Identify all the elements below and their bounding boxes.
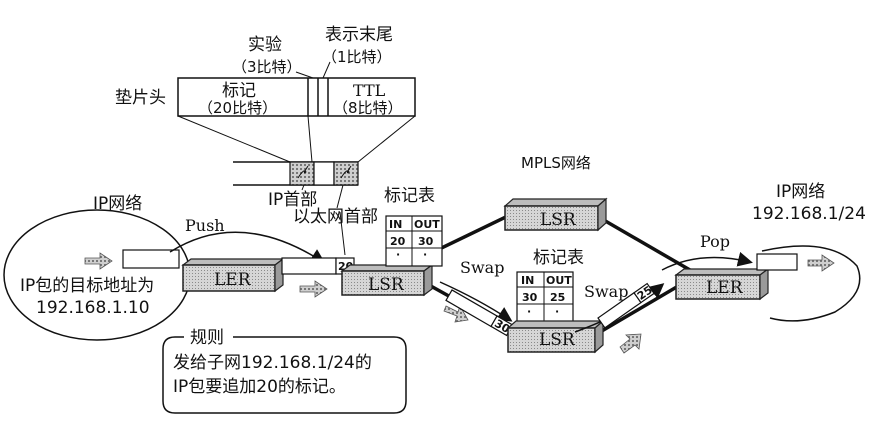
label-table-1-title: 标记表	[384, 186, 435, 206]
label-table-2-out-value: 25	[550, 291, 565, 304]
left-ip-network-cloud	[3, 209, 191, 341]
swap1-label: Swap	[460, 258, 504, 277]
lsr-bottom-label: LSR	[539, 330, 576, 350]
rule-line1: 发给子网192.168.1/24的	[173, 353, 372, 373]
label-field-name: 标记	[222, 81, 256, 101]
expansion-line-left	[177, 115, 291, 163]
rule-line2: IP包要追加20的标记。	[173, 377, 346, 397]
expansion-line-right	[357, 115, 416, 163]
push-arrow	[169, 231, 326, 264]
bottom-of-stack-bits: （1比特）	[322, 48, 392, 66]
experimental-bits: （3比特）	[232, 58, 302, 76]
right-ip-network-cloud	[761, 245, 861, 322]
swap2-label: Swap	[584, 282, 628, 301]
lsr-mid-label: LSR	[368, 275, 405, 295]
lsr-top-device	[503, 197, 608, 232]
lsr-mid-device	[340, 263, 434, 297]
mpls-network-label: MPLS网络	[521, 154, 591, 172]
ler-right-label: LER	[706, 278, 744, 298]
packet-label-20	[281, 257, 355, 275]
label-table-2-in-value: 30	[522, 291, 538, 304]
left-packet	[122, 249, 180, 269]
label-field-bits: （20比特）	[198, 99, 277, 117]
ttl-field-bits: （8比特）	[333, 99, 403, 117]
shim-header-label: 垫片头	[115, 88, 166, 108]
shim-header-box	[177, 61, 416, 117]
lsr-top-label: LSR	[540, 210, 577, 230]
label-table-1-out-value: 30	[418, 235, 434, 248]
flow-arrow-3	[619, 333, 642, 354]
push-label: Push	[185, 216, 225, 235]
svg-text:·: ·	[423, 248, 427, 261]
svg-text:·: ·	[396, 248, 400, 261]
label-table-2: IN OUT 30 25 · ·	[516, 271, 574, 323]
label-table-1-header-in: IN	[389, 218, 402, 231]
ip-header-label: IP首部	[268, 190, 317, 210]
left-destination-line2: 192.168.1.10	[36, 298, 150, 318]
label-table-1-header-out: OUT	[414, 218, 440, 231]
right-flow-arrow	[807, 254, 835, 272]
pop-arrow	[661, 251, 753, 271]
expansion-line-mid	[307, 115, 313, 163]
ethernet-header-label: 以太网首部	[293, 207, 378, 227]
experimental-label: 实验	[248, 35, 282, 55]
left-flow-arrow	[84, 252, 113, 270]
ler-right-device	[674, 267, 770, 301]
flow-arrow-1	[299, 280, 328, 298]
right-network-subnet: 192.168.1/24	[752, 204, 866, 224]
swap1-arrow	[439, 281, 513, 322]
label-table-2-header-in: IN	[521, 274, 534, 287]
left-network-title: IP网络	[93, 194, 142, 214]
label-table-1-in-value: 20	[390, 235, 406, 248]
lsr-bottom-device	[506, 319, 605, 354]
rule-box	[162, 336, 407, 414]
ttl-field-name: TTL	[353, 81, 386, 100]
pop-label: Pop	[700, 232, 730, 251]
svg-text:·: ·	[555, 305, 559, 318]
label-table-2-header-out: OUT	[546, 274, 572, 287]
bottom-of-stack-label: 表示末尾	[325, 25, 393, 45]
svg-text:·: ·	[527, 305, 531, 318]
right-packet	[756, 253, 798, 271]
packet-frame	[233, 161, 359, 186]
rule-title: 规则	[190, 328, 224, 348]
right-network-title: IP网络	[776, 182, 825, 202]
ler-left-label: LER	[214, 270, 252, 290]
label-table-2-title: 标记表	[533, 248, 584, 268]
ler-left-device	[181, 257, 285, 293]
left-destination-line1: IP包的目标地址为	[20, 276, 154, 296]
label-table-1: IN OUT 20 30 · ·	[385, 215, 443, 267]
